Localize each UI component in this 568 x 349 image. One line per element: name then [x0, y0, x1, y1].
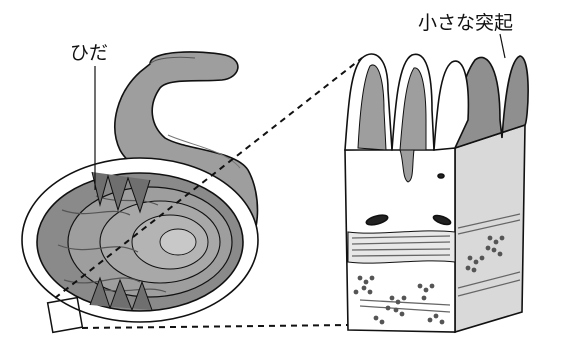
tissue-block: [345, 125, 525, 332]
villi-leader-line: [500, 34, 505, 58]
cross-section: [22, 158, 258, 322]
fold-label: ひだ: [70, 38, 108, 65]
villi-label: 小さな突起: [418, 8, 513, 35]
